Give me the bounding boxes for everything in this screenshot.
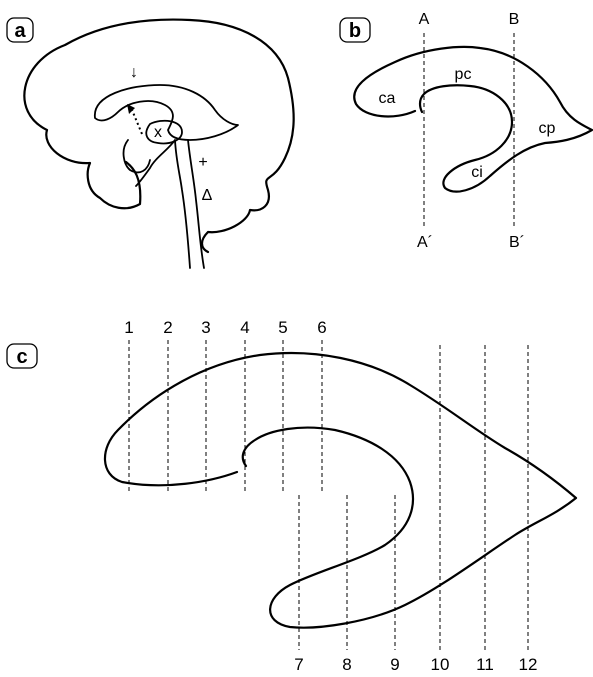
arrow-marker: ↓ (130, 64, 138, 81)
panel-c-section-lines (129, 340, 528, 650)
section-number-1: 1 (124, 318, 133, 337)
panel-c: c (7, 344, 576, 628)
dotted-arrow-head (127, 104, 135, 114)
section-label-a-prime: A´ (417, 234, 433, 251)
section-number-9: 9 (390, 655, 399, 674)
delta-marker: Δ (202, 187, 213, 204)
label-ca: ca (379, 90, 396, 107)
section-number-2: 2 (163, 318, 172, 337)
pons-outline (124, 140, 150, 172)
section-number-6: 6 (317, 318, 326, 337)
thalamus-outline (146, 121, 182, 144)
callosum-outline (95, 85, 238, 140)
panel-c-tag: c (16, 346, 27, 368)
ventricle-outline-c (105, 353, 576, 628)
section-number-10: 10 (431, 655, 450, 674)
section-number-3: 3 (201, 318, 210, 337)
section-number-7: 7 (294, 655, 303, 674)
label-ci: ci (471, 164, 483, 181)
panel-b-tag: b (349, 20, 361, 42)
panel-b: b A B A´ B´ ca pc cp ci (340, 11, 592, 251)
section-number-12: 12 (519, 655, 538, 674)
plus-marker: + (198, 154, 207, 171)
panel-a-tag: a (14, 20, 26, 42)
brainstem-outline (136, 140, 204, 268)
label-cp: cp (539, 120, 556, 137)
section-number-11: 11 (476, 655, 494, 674)
section-label-b: B (509, 11, 520, 28)
dotted-arrow (132, 110, 142, 134)
section-label-a: A (419, 11, 430, 28)
label-pc: pc (455, 66, 472, 83)
section-number-8: 8 (342, 655, 351, 674)
panel-a: a ↓ x + Δ (7, 18, 294, 268)
section-number-5: 5 (278, 318, 287, 337)
section-number-4: 4 (240, 318, 249, 337)
x-marker: x (154, 124, 162, 141)
section-label-b-prime: B´ (509, 234, 525, 251)
